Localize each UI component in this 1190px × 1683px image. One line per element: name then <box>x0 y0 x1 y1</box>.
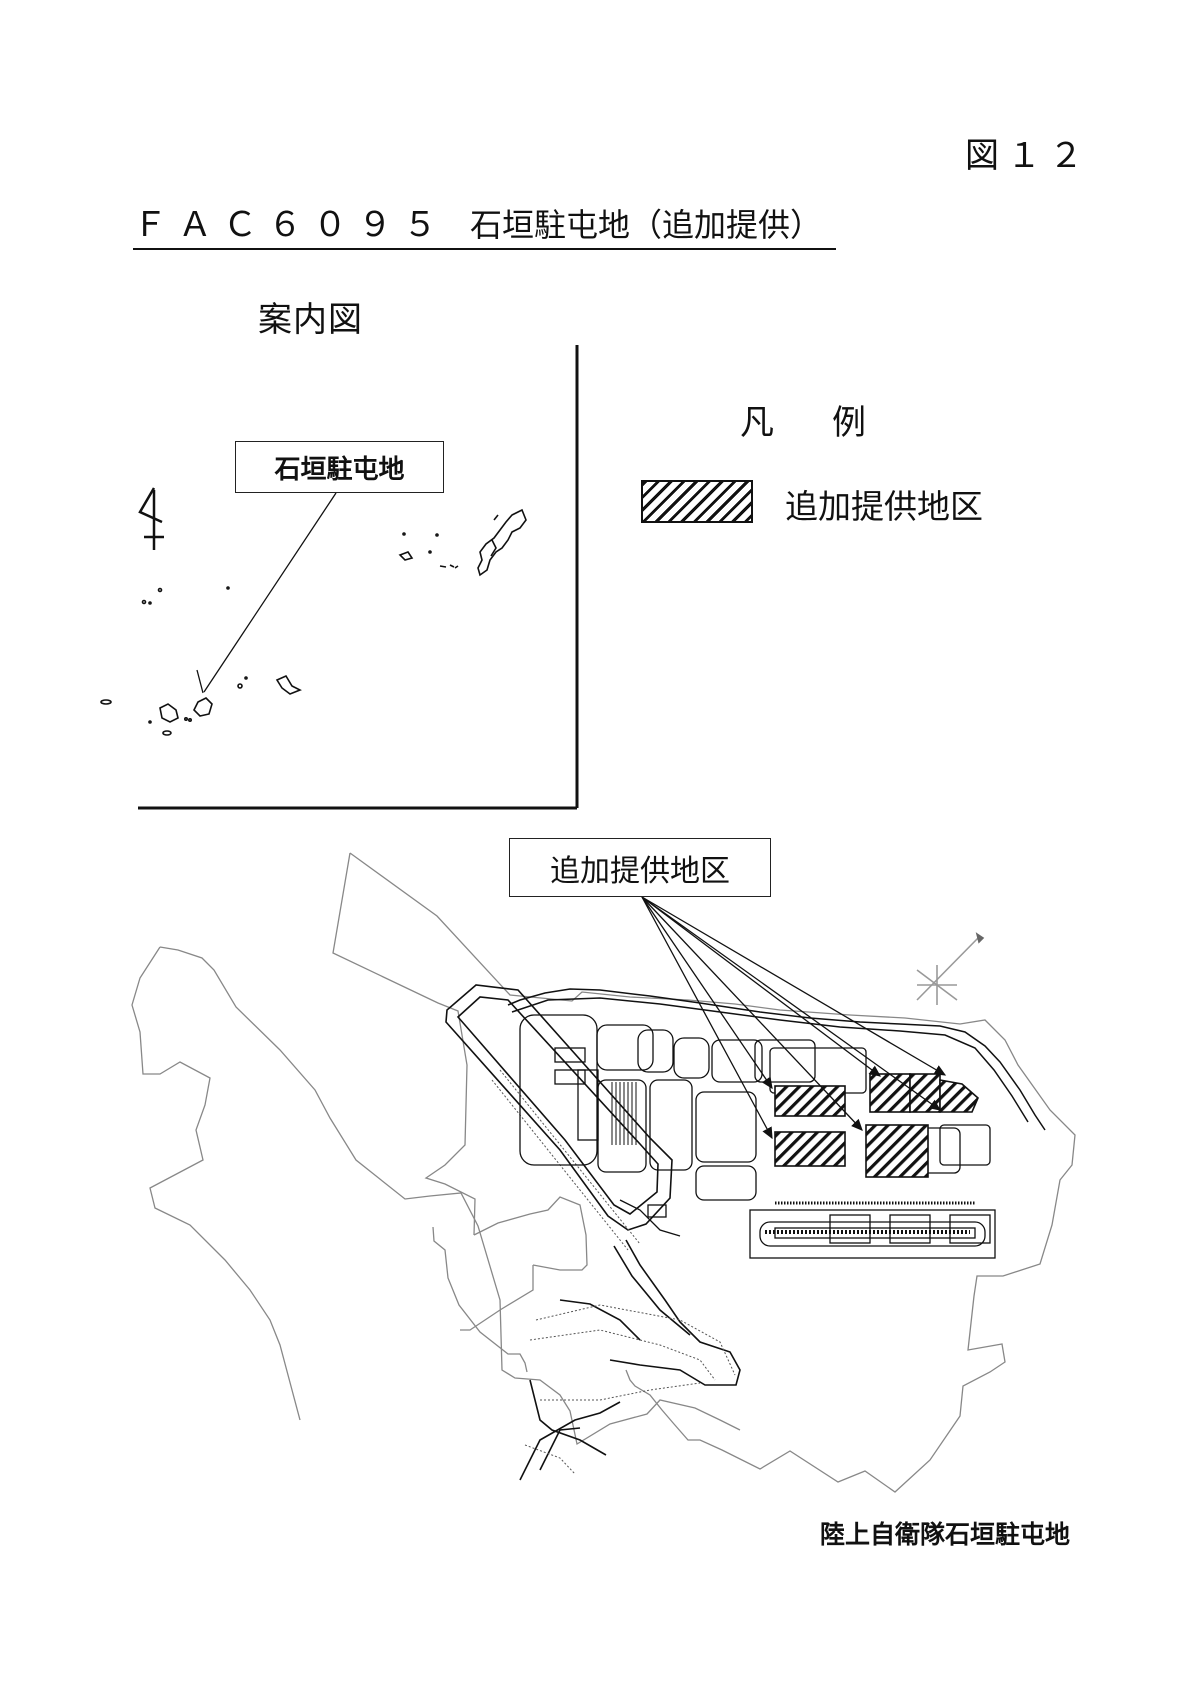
parking-stripes <box>611 1082 975 1234</box>
hatched-area-1 <box>774 1085 846 1117</box>
north-arrow-icon <box>138 487 164 550</box>
hatched-area-2 <box>774 1131 846 1167</box>
ishigaki-leader-line <box>196 492 337 694</box>
site-boundary <box>131 852 1076 1493</box>
diagonal-road <box>445 984 741 1481</box>
okinawa-islands <box>398 508 527 577</box>
facility-name: 石垣駐屯地（追加提供） <box>470 206 823 244</box>
perimeter-road <box>507 988 1046 1131</box>
hatched-area-4 <box>869 1073 911 1113</box>
slope-hatching <box>491 1069 736 1475</box>
additional-provision-areas <box>774 1073 979 1178</box>
legend-title-char: 凡 <box>740 403 774 443</box>
hatched-area-6 <box>939 1079 979 1113</box>
legend-hatch-swatch <box>641 480 753 523</box>
legend-label: 追加提供地区 <box>785 487 983 526</box>
figure-number: 図１２ <box>965 136 1091 176</box>
guide-map-title: 案内図 <box>258 300 363 340</box>
base-blocks <box>519 1014 996 1259</box>
additional-area-callout: 追加提供地区 <box>509 838 771 897</box>
guide-map-frame <box>138 345 579 810</box>
compass-rose-icon <box>916 932 985 1005</box>
legend-title-char: 例 <box>832 403 866 443</box>
document-title: ＦＡＣ６０９５ 石垣駐屯地（追加提供） <box>133 197 836 250</box>
area-leader-arrows <box>641 896 947 1140</box>
ishigaki-callout: 石垣駐屯地 <box>235 441 444 493</box>
legend-title: 凡例 <box>740 395 866 444</box>
hatched-area-3 <box>865 1124 929 1178</box>
site-caption: 陸上自衛隊石垣駐屯地 <box>820 1520 1071 1549</box>
facility-code: ＦＡＣ６０９５ <box>133 205 448 245</box>
yaeyama-islands <box>100 586 302 736</box>
